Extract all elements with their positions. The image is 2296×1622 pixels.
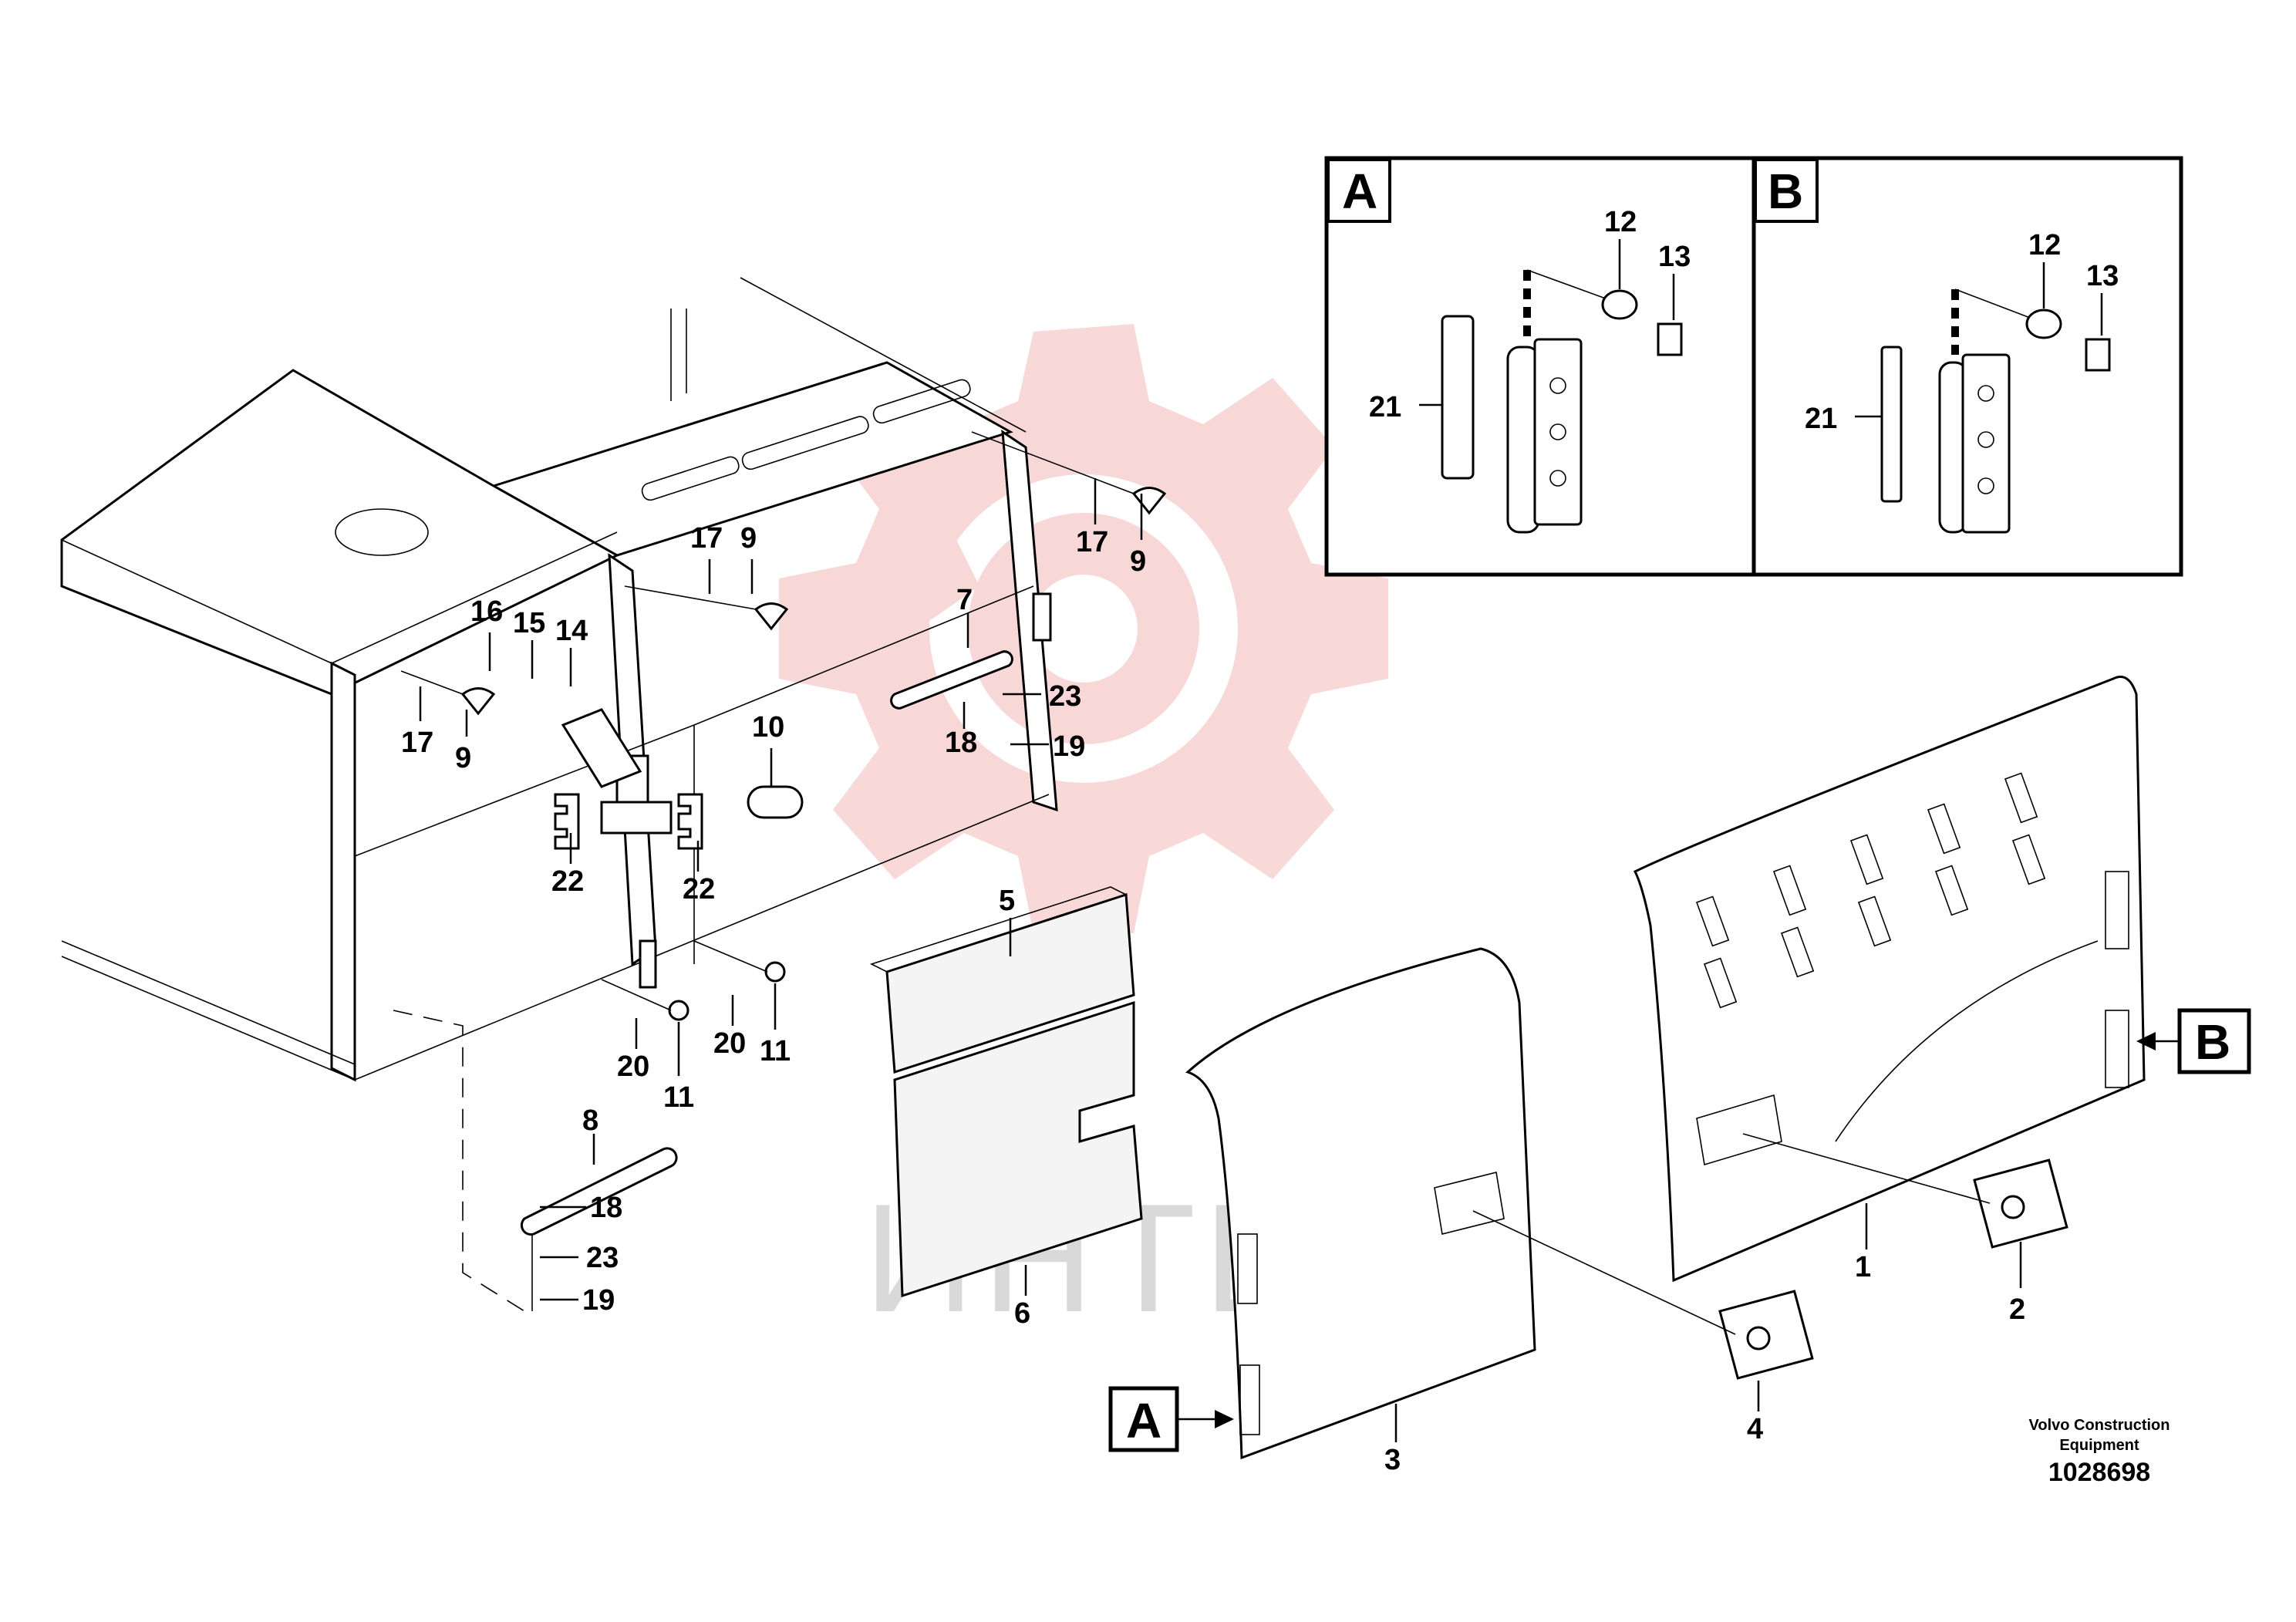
part-number: 1028698 (2048, 1458, 2150, 1487)
detail-view-b: B 12 13 21 (1752, 156, 2183, 577)
svg-text:B: B (2195, 1014, 2230, 1070)
callout-10: 10 (752, 711, 784, 744)
callout-18-a: 18 (945, 727, 977, 759)
callout-20-b: 20 (713, 1027, 746, 1060)
callout-9-a: 9 (455, 742, 471, 774)
callout-17-b: 17 (690, 522, 723, 555)
credit-line2: Equipment (2059, 1437, 2139, 1454)
credit-line1: Volvo Construction (2029, 1417, 2170, 1434)
cab-frame (60, 277, 1058, 1082)
callout-14: 14 (555, 615, 588, 647)
detail-a-callout-21: 21 (1369, 391, 1401, 423)
callout-22-a: 22 (551, 865, 584, 898)
callout-11-b: 11 (760, 1035, 791, 1067)
callout-9-c: 9 (1130, 545, 1146, 578)
detail-a-callout-13: 13 (1658, 241, 1691, 273)
callout-1: 1 (1855, 1251, 1871, 1283)
callout-2: 2 (2009, 1293, 2025, 1326)
side-door-panel-3 (1185, 947, 1536, 1460)
detail-b-label: B (1768, 164, 1803, 219)
view-marker-a: A (1108, 1386, 1234, 1452)
detail-a-label: A (1342, 164, 1377, 219)
credit-block: Volvo Construction Equipment 1028698 (2029, 1417, 2170, 1487)
callout-9-b: 9 (740, 522, 757, 555)
callout-23-b: 23 (586, 1242, 619, 1274)
detail-a-callout-12: 12 (1604, 206, 1637, 238)
callout-23-a: 23 (1049, 680, 1081, 713)
insulation-pad-6 (893, 1000, 1143, 1298)
callout-3: 3 (1384, 1444, 1401, 1476)
callout-5: 5 (999, 885, 1015, 917)
callout-8: 8 (582, 1104, 598, 1137)
callout-18-b: 18 (590, 1192, 622, 1224)
detail-b-callout-21: 21 (1805, 403, 1837, 435)
callout-22-b: 22 (683, 873, 715, 905)
callout-19-b: 19 (582, 1284, 615, 1317)
detail-b-callout-12: 12 (2028, 229, 2061, 261)
hardware-parts (393, 431, 1167, 1312)
callout-11-a: 11 (663, 1081, 694, 1114)
view-marker-b: B (2136, 1008, 2251, 1074)
door-lock-2 (1973, 1158, 2068, 1249)
insulation-pad-5 (869, 886, 1135, 1074)
callout-16: 16 (470, 595, 503, 628)
callout-leaders (419, 478, 2022, 1442)
callout-17-a: 17 (401, 727, 433, 759)
side-door-panel-1 (1633, 676, 2146, 1283)
callout-numbers: 1 2 3 4 5 6 7 8 9 9 9 10 11 11 14 15 16 … (401, 522, 2025, 1476)
callout-19-a: 19 (1053, 730, 1085, 763)
callout-6: 6 (1014, 1297, 1030, 1330)
detail-view-a: A 12 13 21 (1324, 156, 1756, 577)
detail-b-callout-13: 13 (2086, 260, 2119, 292)
callout-15: 15 (513, 607, 545, 639)
callout-7: 7 (956, 584, 973, 616)
svg-text:A: A (1126, 1393, 1161, 1448)
callout-4: 4 (1747, 1413, 1763, 1445)
callout-20-a: 20 (617, 1050, 649, 1083)
door-lock-4 (1718, 1290, 1814, 1380)
callout-17-c: 17 (1076, 526, 1108, 558)
